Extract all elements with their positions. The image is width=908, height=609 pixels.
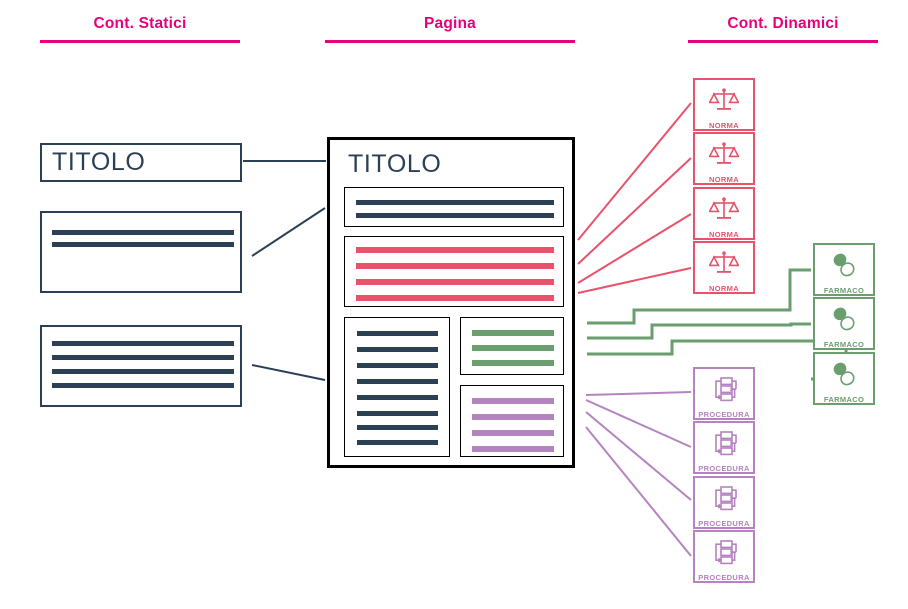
entity-card-label: PROCEDURA [698, 410, 750, 419]
entity-card-procedura[interactable]: PROCEDURA [693, 367, 755, 420]
page-content-block[interactable] [460, 385, 564, 457]
column-header-static-label: Cont. Statici [93, 15, 187, 32]
page-title: TITOLO [348, 150, 442, 178]
process-flow-icon [709, 376, 739, 408]
text-line-bar [52, 355, 234, 360]
text-line-bar [357, 425, 438, 430]
text-line-bar [52, 242, 234, 247]
page-content-block[interactable] [344, 236, 564, 307]
text-line-bar [472, 398, 554, 404]
entity-card-label: FARMACO [823, 395, 865, 404]
entity-card-label: NORMA [708, 284, 740, 293]
text-line-bar [356, 213, 554, 218]
text-line-bar [357, 379, 438, 384]
pill-icon [829, 306, 859, 338]
connector-page-to-procedura [585, 426, 692, 557]
connector-page-to-procedura [585, 411, 692, 501]
text-line-bar [472, 446, 554, 452]
column-header-dynamic-rule [688, 40, 878, 43]
connector-page-to-norma [577, 157, 692, 265]
entity-card-procedura[interactable]: PROCEDURA [693, 476, 755, 529]
text-line-bar [357, 395, 438, 400]
static-content-box[interactable] [40, 325, 242, 407]
entity-card-norma[interactable]: NORMA [693, 187, 755, 240]
text-line-bar [357, 411, 438, 416]
entity-card-norma[interactable]: NORMA [693, 132, 755, 185]
entity-card-norma[interactable]: NORMA [693, 78, 755, 131]
connector-static-to-page [251, 207, 326, 257]
entity-card-label: PROCEDURA [698, 573, 750, 582]
scales-icon [708, 87, 740, 119]
text-line-bar [472, 430, 554, 436]
column-header-page-rule [325, 40, 575, 43]
entity-card-label: PROCEDURA [698, 464, 750, 473]
connector-page-to-procedura [585, 399, 692, 448]
text-line-bar [52, 230, 234, 235]
entity-card-farmaco[interactable]: FARMACO [813, 352, 875, 405]
text-line-bar [356, 263, 554, 269]
scales-icon [708, 196, 740, 228]
process-flow-icon [709, 485, 739, 517]
text-line-bar [52, 341, 234, 346]
column-header-dynamic-label: Cont. Dinamici [727, 15, 839, 32]
entity-card-norma[interactable]: NORMA [693, 241, 755, 294]
pill-icon [829, 361, 859, 393]
text-line-bar [472, 345, 554, 351]
page-content-block[interactable] [344, 317, 450, 457]
text-line-bar [472, 414, 554, 420]
text-line-bar [356, 279, 554, 285]
process-flow-icon [709, 539, 739, 571]
entity-card-label: FARMACO [823, 286, 865, 295]
connector-static-to-page [251, 364, 326, 381]
column-header-dynamic: Cont. Dinamici [688, 14, 878, 43]
entity-card-farmaco[interactable]: FARMACO [813, 243, 875, 296]
entity-card-procedura[interactable]: PROCEDURA [693, 421, 755, 474]
static-content-box[interactable] [40, 211, 242, 293]
column-header-static: Cont. Statici [40, 14, 240, 43]
entity-card-label: NORMA [708, 175, 740, 184]
column-header-page: Pagina [325, 14, 575, 43]
scales-icon [708, 141, 740, 173]
text-line-bar [357, 347, 438, 352]
text-line-bar [357, 363, 438, 368]
text-line-bar [472, 330, 554, 336]
entity-card-procedura[interactable]: PROCEDURA [693, 530, 755, 583]
pill-icon [829, 252, 859, 284]
connector-page-to-norma [577, 102, 692, 241]
entity-card-label: NORMA [708, 121, 740, 130]
text-line-bar [357, 440, 438, 445]
entity-card-farmaco[interactable]: FARMACO [813, 297, 875, 350]
process-flow-icon [709, 430, 739, 462]
page-mockup[interactable]: TITOLO [327, 137, 575, 468]
text-line-bar [356, 247, 554, 253]
scales-icon [708, 250, 740, 282]
text-line-bar [472, 360, 554, 366]
static-content-box[interactable]: TITOLO [40, 143, 242, 182]
page-content-block[interactable] [460, 317, 564, 375]
column-header-page-label: Pagina [423, 15, 477, 32]
text-line-bar [357, 331, 438, 336]
connector-page-to-procedura [585, 391, 692, 396]
entity-card-label: PROCEDURA [698, 519, 750, 528]
page-content-block[interactable] [344, 187, 564, 227]
text-line-bar [356, 200, 554, 205]
connector-page-to-norma [577, 213, 692, 284]
text-line-bar [52, 383, 234, 388]
text-line-bar [52, 369, 234, 374]
static-box-title: TITOLO [52, 148, 146, 176]
connector-page-to-norma [577, 267, 692, 294]
connector-page-to-farmaco [587, 322, 811, 340]
entity-card-label: FARMACO [823, 340, 865, 349]
entity-card-label: NORMA [708, 230, 740, 239]
text-line-bar [356, 295, 554, 301]
column-header-static-rule [40, 40, 240, 43]
